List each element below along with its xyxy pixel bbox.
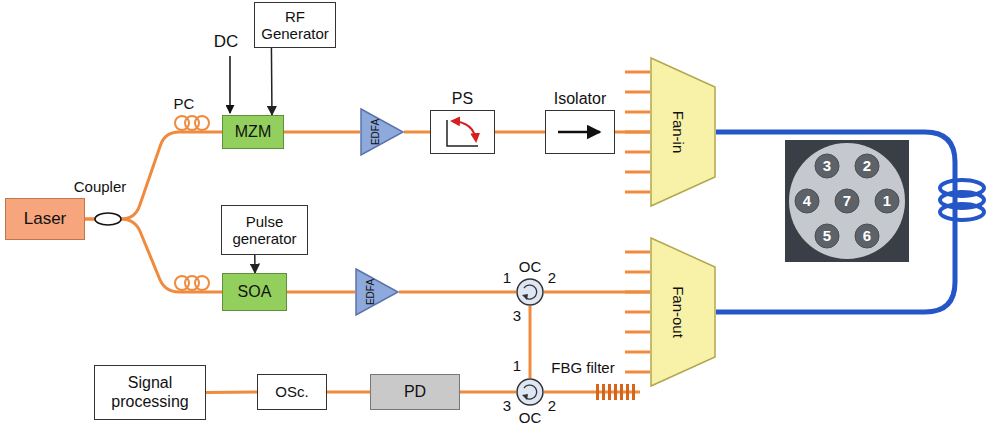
- node-text: Laser: [24, 209, 67, 229]
- amplifier-box: SOA: [222, 273, 287, 311]
- generator-box: RF Generator: [254, 2, 336, 48]
- phase-shifter-icon: [447, 120, 478, 146]
- port-number: 3: [513, 307, 521, 324]
- photodetector-box: PD: [370, 374, 460, 410]
- modulator-box: MZM: [222, 115, 284, 149]
- node-text: Isolator: [554, 90, 606, 108]
- generator-box: Pulse generator: [221, 205, 308, 255]
- circulator-symbol: OC: [516, 378, 544, 406]
- phase-shifter-box: PS: [430, 110, 495, 154]
- fiber-cross-section: [785, 140, 909, 262]
- fiber-spool: [940, 180, 984, 220]
- fiber-link: [284, 131, 360, 134]
- node-text: EDFA: [370, 119, 382, 145]
- node-text: PD: [404, 383, 426, 401]
- fbg-fiber: [544, 391, 640, 394]
- circulator-arrowhead: [522, 294, 528, 300]
- circulator-symbol-shape: [517, 379, 543, 405]
- fiber-link: [460, 391, 516, 394]
- fiber-link: [327, 391, 370, 394]
- core-number: 7: [843, 192, 851, 209]
- fiber-link: [85, 132, 222, 219]
- fiber-link: [85, 219, 222, 292]
- node-text: MZM: [235, 123, 271, 141]
- fiber-link: [495, 131, 545, 134]
- fiber-link: [716, 132, 955, 312]
- oscilloscope-box: OSc.: [257, 374, 327, 410]
- node-text: EDFA: [365, 279, 377, 305]
- coupler-symbol: [95, 213, 121, 225]
- polarization-controller: [175, 276, 209, 290]
- port-number: 1: [503, 269, 511, 286]
- signal-label: DC: [214, 32, 239, 52]
- node-text: Fan-in: [669, 111, 686, 154]
- core-number: 6: [863, 227, 871, 244]
- port-number: 1: [513, 357, 521, 374]
- node-text: SOA: [238, 283, 272, 301]
- fan-in-ports: [625, 72, 650, 192]
- amplifier-triangle-outline: [355, 268, 399, 316]
- amplifier-triangle-outline: [360, 108, 404, 156]
- fbg-grating: [596, 384, 635, 400]
- fiber-link: [544, 291, 650, 294]
- fan-in-block-shape: [651, 58, 715, 206]
- fan-out-block: Fan-out: [650, 237, 716, 387]
- processing-box: Signal processing: [94, 365, 206, 420]
- circulator-arrowhead: [522, 394, 528, 400]
- fiber-link: [529, 306, 532, 378]
- node-text: OC: [519, 258, 542, 275]
- fiber-link: [404, 131, 430, 134]
- circulator-symbol-outline: [516, 278, 544, 306]
- circulator-symbol-outline: [516, 378, 544, 406]
- signal-arrow: [271, 48, 273, 115]
- fiber-link: [615, 131, 650, 134]
- laser-box: Laser: [5, 198, 85, 240]
- circulator-symbol: OC: [516, 278, 544, 306]
- amplifier-triangle: EDFA: [355, 268, 399, 316]
- device-label: FBG filter: [551, 359, 614, 376]
- isolator-box: Isolator: [545, 110, 615, 154]
- node-text: PS: [452, 90, 473, 108]
- node-text: Fan-out: [669, 286, 686, 338]
- core-number: 5: [823, 227, 831, 244]
- isolator-arrow: [558, 131, 600, 134]
- signal-arrow: [254, 255, 256, 273]
- node-text: OC: [519, 409, 542, 426]
- amplifier-triangle: EDFA: [360, 108, 404, 156]
- node-text: Pulse generator: [226, 213, 303, 248]
- core-number: 1: [883, 192, 891, 209]
- core-number: 4: [803, 192, 811, 209]
- amplifier-triangle-shape: [361, 109, 403, 155]
- node-text: Signal processing: [99, 374, 201, 411]
- dc-bias-arrow: [229, 56, 231, 113]
- fiber-link: [206, 391, 257, 395]
- fan-in-block: Fan-in: [650, 57, 716, 207]
- node-text: RF Generator: [259, 8, 331, 43]
- port-number: 3: [503, 397, 511, 414]
- fiber-link: [287, 291, 355, 294]
- port-number: 2: [548, 397, 556, 414]
- fan-out-block-shape: [651, 238, 715, 386]
- device-label: PC: [174, 95, 195, 112]
- circulator-symbol-shape: [517, 279, 543, 305]
- amplifier-triangle-shape: [356, 269, 398, 315]
- fan-out-ports: [625, 252, 650, 372]
- node-text: OSc.: [275, 383, 308, 400]
- fiber-link: [399, 291, 516, 294]
- core-number: 3: [823, 157, 831, 174]
- core-number: 2: [863, 157, 871, 174]
- port-number: 2: [548, 269, 556, 286]
- polarization-controller: [175, 116, 209, 130]
- device-label: Coupler: [74, 178, 127, 195]
